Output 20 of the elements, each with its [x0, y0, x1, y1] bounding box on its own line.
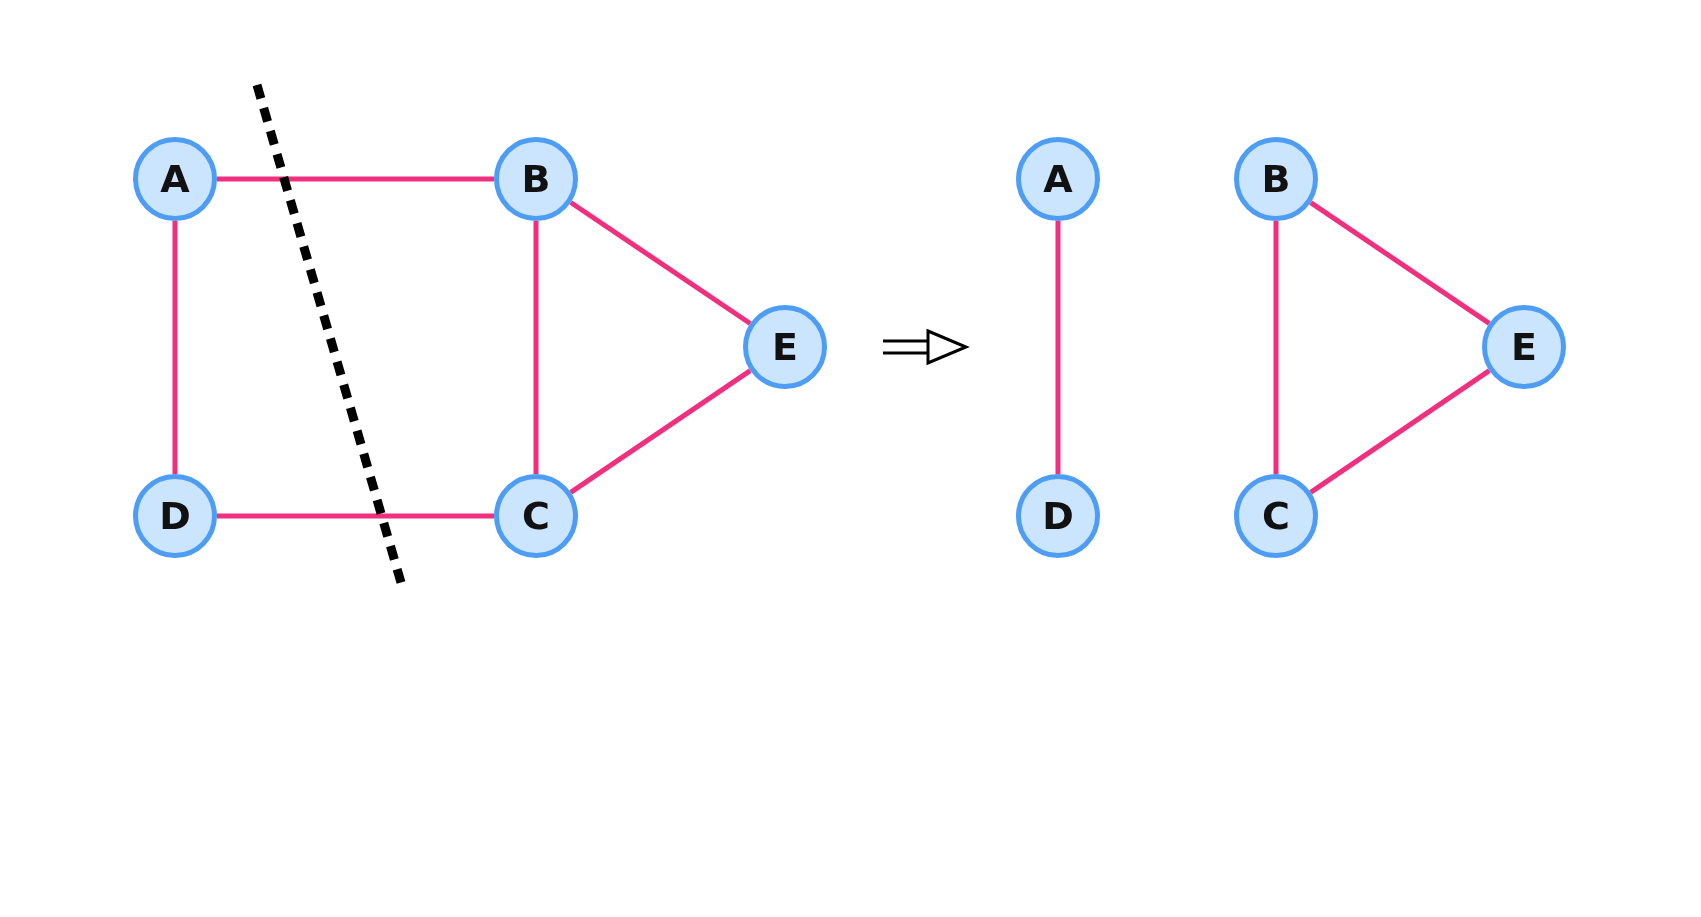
vertex-label: C: [522, 494, 550, 538]
edge-line: [1273, 221, 1279, 474]
vertex-label: E: [1511, 325, 1537, 369]
vertex-label: E: [772, 325, 798, 369]
vertex-label: C: [1262, 494, 1290, 538]
edge-line: [569, 200, 752, 326]
edge-line: [569, 368, 752, 495]
vertex-label: A: [1043, 157, 1073, 201]
vertex-label: B: [1261, 157, 1291, 201]
edge-line: [217, 176, 494, 182]
edge-line: [172, 221, 178, 474]
edge-line: [533, 221, 539, 474]
edge-line: [1309, 200, 1491, 326]
edge-line: [217, 513, 494, 519]
edge-line: [1055, 221, 1061, 474]
vertex-label: D: [159, 494, 191, 538]
edge-line: [1309, 368, 1491, 495]
vertex-label: A: [160, 157, 190, 201]
vertex-label: B: [521, 157, 551, 201]
vertex-label: D: [1042, 494, 1074, 538]
